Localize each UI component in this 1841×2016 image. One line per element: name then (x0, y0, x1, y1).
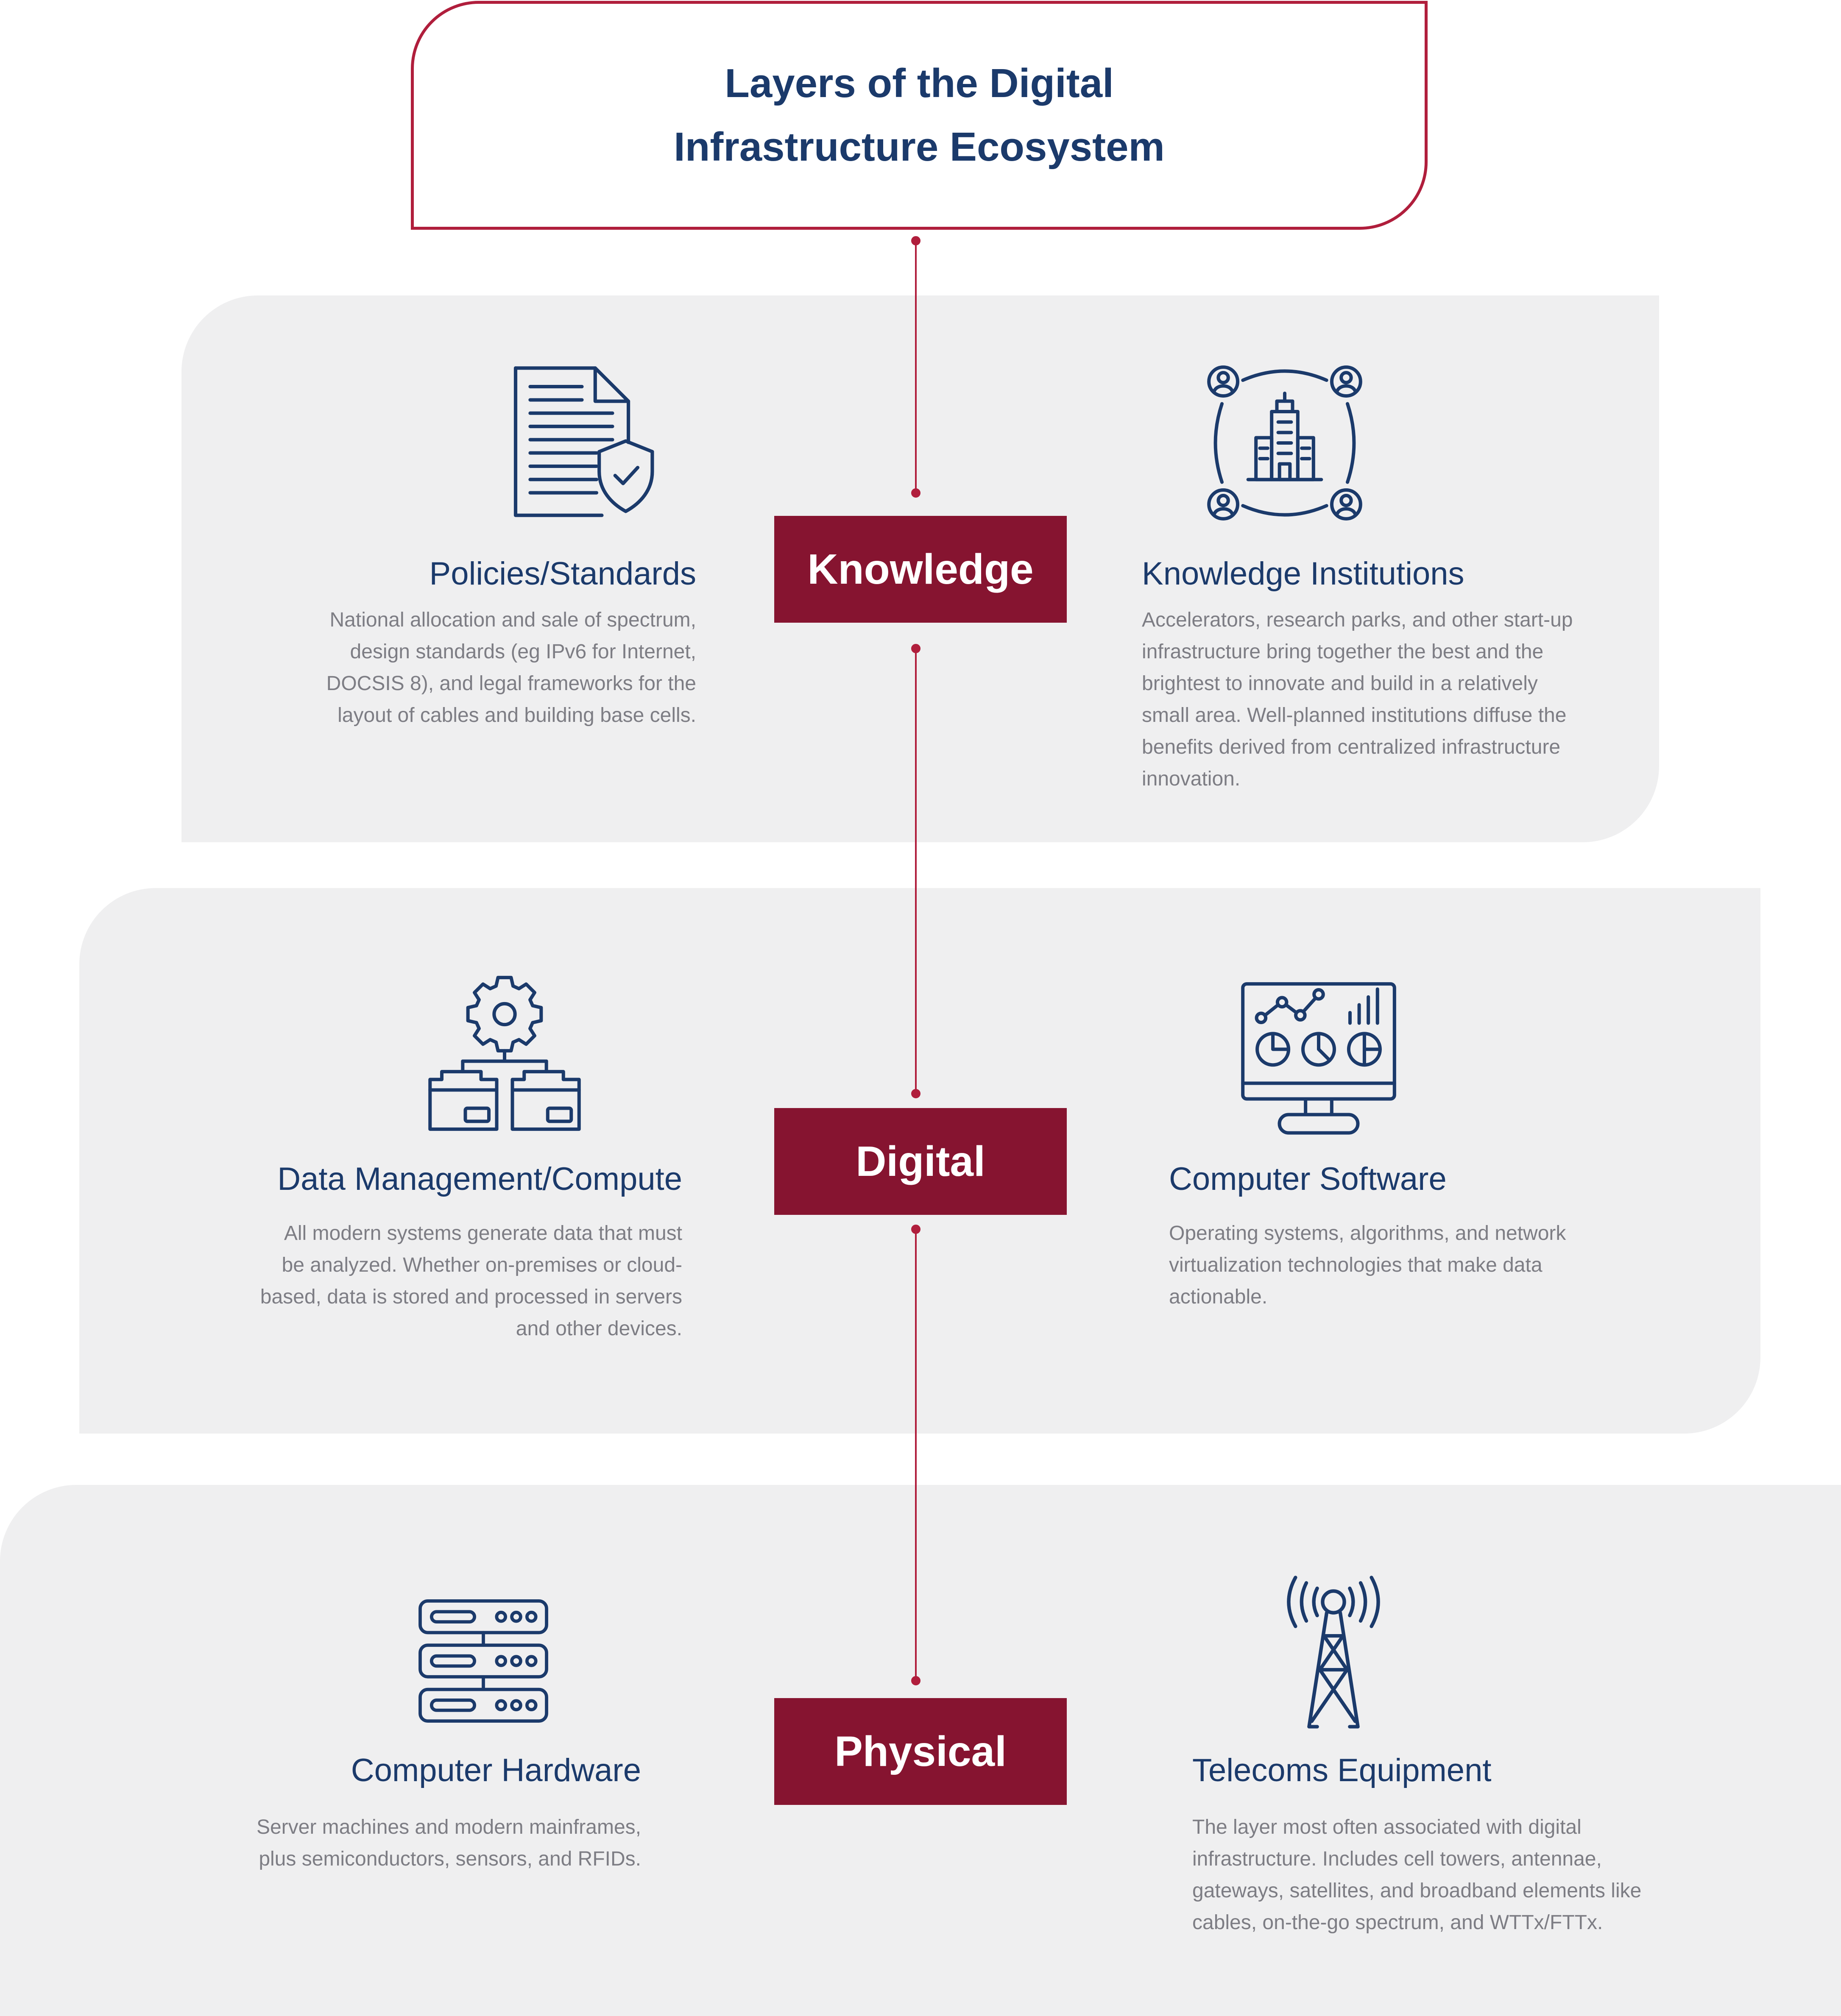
cell-tower-icon (1266, 1575, 1401, 1729)
policies-standards-title: Policies/Standards (429, 556, 696, 592)
server-rack-icon (418, 1598, 549, 1725)
computer-monitor-analytics-icon (1240, 981, 1397, 1138)
knowledge-institutions-title: Knowledge Institutions (1142, 556, 1464, 592)
telecoms-equipment-description: The layer most often associated with dig… (1192, 1816, 1642, 1934)
institution-network-icon (1206, 365, 1363, 521)
data-management-compute-title: Data Management/Compute (277, 1161, 682, 1197)
data-management-compute-description: All modern systems generate data that mu… (260, 1222, 682, 1340)
layer-label-physical: Physical (774, 1698, 1067, 1805)
page-title: Layers of the Digital Infrastructure Eco… (674, 61, 1165, 170)
layer-label-knowledge: Knowledge (774, 516, 1067, 623)
knowledge-institutions-description: Accelerators, research parks, and other … (1142, 609, 1573, 790)
data-management-gear-folders-icon (426, 975, 583, 1132)
title-box: Layers of the Digital Infrastructure Eco… (411, 1, 1428, 230)
computer-hardware-description: Server machines and modern mainframes, p… (256, 1816, 641, 1870)
policies-standards-description: National allocation and sale of spectrum… (326, 609, 696, 727)
computer-software-title: Computer Software (1169, 1161, 1447, 1197)
layer-label-digital: Digital (774, 1108, 1067, 1215)
policy-document-shield-icon (509, 365, 655, 518)
telecoms-equipment-title: Telecoms Equipment (1192, 1752, 1492, 1788)
computer-hardware-title: Computer Hardware (351, 1752, 641, 1788)
computer-software-description: Operating systems, algorithms, and netwo… (1169, 1222, 1566, 1308)
